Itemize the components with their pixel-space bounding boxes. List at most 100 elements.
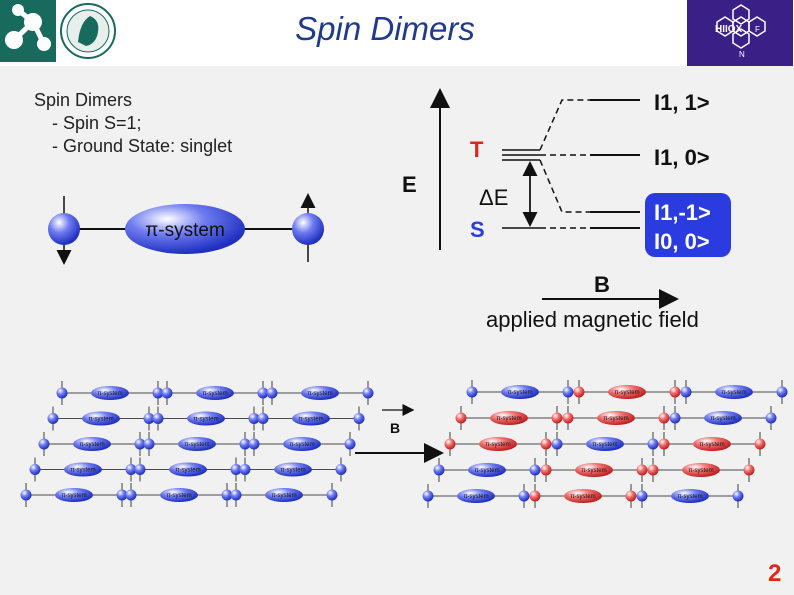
lattice-dimer-after: π-system (455, 406, 563, 430)
lattice-dimer-before: π-system (143, 432, 251, 456)
lattice-pi-system-label: π-system (307, 391, 332, 397)
lattice-pi-system (196, 386, 234, 400)
lattice-pi-system-label: π-system (88, 417, 113, 423)
lattice-spin-center (529, 490, 541, 502)
lattice-spin-center (230, 464, 242, 475)
lattice-pi-system (501, 385, 539, 399)
lattice-pi-system (586, 437, 624, 451)
header-band (0, 0, 794, 64)
lattice-pi-system (274, 462, 312, 477)
lattice-pi-system-label: π-system (474, 468, 499, 474)
lattice-field-indicator: B (355, 404, 444, 463)
lattice-pi-system-label: π-system (592, 442, 617, 448)
singlet-label: S (470, 217, 485, 242)
dimer-lattice-after: π-system π-system π-system π-system π-system… (422, 380, 788, 508)
lattice-spin-center (754, 438, 766, 450)
lattice-dimer-after: π-system (422, 484, 530, 508)
lattice-pi-system-label: π-system (721, 390, 746, 396)
lattice-dimer-after: π-system (658, 432, 766, 456)
lattice-pi-system (575, 463, 613, 477)
pi-system-label: π-system (145, 220, 225, 241)
lattice-spin-center (765, 412, 777, 424)
lattice-pi-system-label: π-system (496, 416, 521, 422)
state-1-1-label: I1, 1> (654, 90, 710, 115)
lattice-pi-system-label: π-system (463, 494, 488, 500)
lattice-dimer-after: π-system (647, 458, 755, 482)
lattice-spin-center (161, 387, 173, 399)
lattice-dimer-before: π-system (56, 381, 164, 405)
lattice-dimer-before: π-system (125, 483, 233, 507)
lattice-pi-system-label: π-system (70, 468, 95, 474)
lattice-spin-center (125, 489, 137, 501)
lattice-pi-system-label: π-system (677, 494, 702, 500)
lattice-spin-center (680, 386, 692, 398)
lattice-spin-center (562, 412, 574, 424)
lattice-spin-center (647, 464, 659, 476)
lattice-pi-system-label: π-system (61, 493, 86, 499)
energy-level-diagram: E T S ΔE I1, 1> I1, 0> I1,-1> I0, 0> B a… (402, 88, 731, 332)
lattice-pi-system (187, 411, 225, 426)
lattice-spin-center (658, 438, 670, 450)
field-symbol-label: B (594, 272, 610, 297)
intro-text: Spin Dimers - Spin S=1; - Ground State: … (34, 89, 232, 158)
lattice-spin-center (636, 464, 648, 476)
lattice-spin-center (518, 490, 530, 502)
lattice-spin-center (540, 464, 552, 476)
lattice-spin-center (143, 438, 155, 450)
lattice-pi-system (490, 411, 528, 425)
page-title: Spin Dimers (295, 10, 475, 47)
lattice-spin-center (47, 413, 59, 424)
lattice-pi-system (82, 411, 120, 426)
lattice-pi-system (468, 463, 506, 477)
lattice-spin-center (647, 438, 659, 450)
spin-center-left (48, 213, 80, 245)
lattice-spin-center (732, 490, 744, 502)
lattice-spin-center (56, 387, 68, 399)
lattice-pi-system-label: π-system (289, 442, 314, 448)
dimer-lattice-before: π-system π-system π-system π-system π-system… (20, 381, 374, 507)
intro-line-ground-state: - Ground State: singlet (52, 136, 233, 156)
lattice-spin-center (248, 413, 260, 424)
lattice-pi-system-label: π-system (175, 468, 200, 474)
lattice-spin-center (143, 413, 155, 424)
lattice-dimer-before: π-system (257, 406, 365, 431)
lattice-pi-system (292, 411, 330, 426)
lattice-pi-system-label: π-system (581, 468, 606, 474)
applied-field-caption: applied magnetic field (486, 307, 699, 332)
lattice-dimer-before: π-system (266, 381, 374, 405)
lattice-dimer-after: π-system (551, 432, 659, 456)
lattice-spin-center (248, 438, 260, 450)
degenerate-states-box (645, 193, 731, 257)
lattice-spin-center (573, 386, 585, 398)
lattice-pi-system-label: π-system (184, 442, 209, 448)
lattice-spin-center (362, 387, 374, 399)
lattice-spin-center (257, 387, 269, 399)
lattice-dimer-before: π-system (161, 381, 269, 405)
lattice-pi-system-label: π-system (79, 442, 104, 448)
lattice-pi-system-label: π-system (202, 391, 227, 397)
state-1-0-label: I1, 0> (654, 145, 710, 170)
lattice-spin-center (20, 489, 32, 501)
state-0-0-label: I0, 0> (654, 229, 710, 254)
lattice-spin-center (551, 438, 563, 450)
lattice-spin-center (433, 464, 445, 476)
lattice-pi-system (715, 385, 753, 399)
hiox-f: F (755, 25, 760, 34)
lattice-pi-system-label: π-system (688, 468, 713, 474)
lattice-spin-center (636, 490, 648, 502)
hiox-n: N (739, 50, 745, 59)
lattice-dimer-after: π-system (540, 458, 648, 482)
lattice-spin-center (444, 438, 456, 450)
lattice-pi-system-label: π-system (280, 468, 305, 474)
lattice-pi-system (564, 489, 602, 503)
lattice-spin-center (743, 464, 755, 476)
lattice-pi-system (608, 385, 646, 399)
dimer-molecule: π-system (48, 193, 324, 265)
lattice-pi-system (64, 462, 102, 477)
pi-system-ellipse (125, 204, 245, 254)
lattice-dimer-after: π-system (433, 458, 541, 482)
page-number: 2 (768, 560, 782, 587)
lattice-spin-center (540, 438, 552, 450)
lattice-dimer-after: π-system (444, 432, 552, 456)
lattice-pi-system (457, 489, 495, 503)
